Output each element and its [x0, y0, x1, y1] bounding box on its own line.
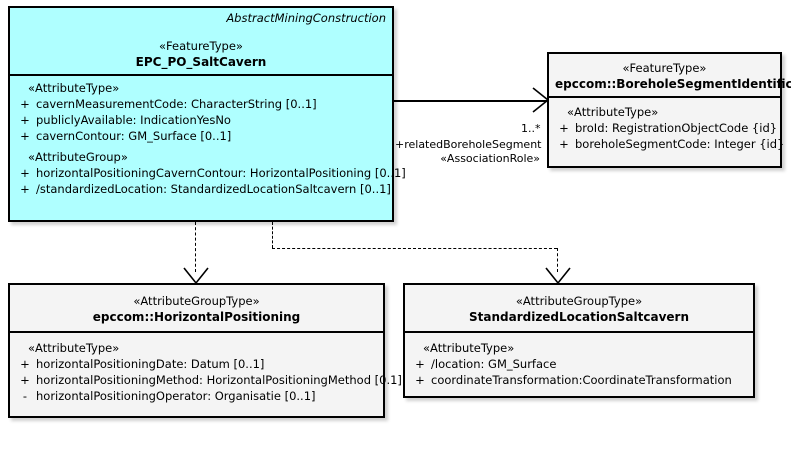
- dependency-line-horizontal-positioning: [195, 222, 196, 272]
- attribute-row: + /standardizedLocation: StandardizedLoc…: [14, 181, 391, 197]
- attribute-signature: boreholeSegmentCode: Integer {id}: [575, 137, 785, 151]
- class-body-borehole-segment-identification: «AttributeType» + broId: RegistrationObj…: [549, 98, 784, 156]
- class-header-standardized-location-saltcavern: «AttributeGroupType» StandardizedLocatio…: [405, 285, 753, 333]
- dependency-line-standardized-location-seg3: [557, 248, 558, 272]
- class-name-label: StandardizedLocationSaltcavern: [468, 310, 689, 324]
- attribute-visibility: +: [20, 357, 30, 371]
- attribute-signature: publiclyAvailable: IndicationYesNo: [36, 113, 231, 127]
- attribute-signature: broId: RegistrationObjectCode {id}: [575, 121, 778, 135]
- class-name-label: epccom::BoreholeSegmentIdentification: [555, 77, 791, 91]
- attribute-visibility: +: [415, 373, 425, 387]
- attribute-signature: /location: GM_Surface: [431, 357, 557, 371]
- attribute-group-heading: «AttributeGroup»: [28, 150, 128, 164]
- attribute-group-heading: «AttributeType»: [423, 341, 515, 355]
- class-header-borehole-segment-identification: «FeatureType» epccom::BoreholeSegmentIde…: [549, 54, 791, 98]
- attribute-visibility: +: [559, 137, 569, 151]
- attribute-row: + horizontalPositioningDate: Datum [0..1…: [14, 356, 379, 372]
- attribute-group-heading: «AttributeType»: [28, 81, 120, 95]
- attribute-signature: horizontalPositioningMethod: HorizontalP…: [36, 373, 402, 387]
- attribute-visibility: +: [20, 166, 30, 180]
- attribute-group-heading: «AttributeType»: [28, 341, 120, 355]
- attribute-signature: cavernMeasurementCode: CharacterString […: [36, 97, 317, 111]
- attribute-signature: cavernContour: GM_Surface [0..1]: [36, 129, 232, 143]
- attribute-row: + publiclyAvailable: IndicationYesNo: [14, 112, 388, 128]
- class-body-horizontal-positioning: «AttributeType» + horizontalPositioningD…: [10, 333, 402, 408]
- class-stereotype-label: «FeatureType»: [159, 39, 243, 53]
- attribute-row: + boreholeSegmentCode: Integer {id}: [553, 136, 784, 152]
- attribute-signature: /standardizedLocation: StandardizedLocat…: [36, 182, 391, 196]
- dependency-line-standardized-location-seg1: [272, 222, 273, 248]
- association-multiplicity-label: 1..*: [521, 122, 541, 135]
- class-name-label: epccom::HorizontalPositioning: [92, 310, 301, 324]
- class-body-standardized-location-saltcavern: «AttributeType» + /location: GM_Surface …: [405, 333, 753, 392]
- attribute-visibility: +: [20, 373, 30, 387]
- class-box-borehole-segment-identification[interactable]: «FeatureType» epccom::BoreholeSegmentIde…: [547, 52, 791, 168]
- attribute-visibility: +: [559, 121, 569, 135]
- class-header-epc-po-saltcavern: AbstractMiningConstruction «FeatureType»…: [10, 8, 392, 76]
- attribute-visibility: +: [20, 129, 30, 143]
- attribute-signature: horizontalPositioningDate: Datum [0..1]: [36, 357, 265, 371]
- attribute-row: + /location: GM_Surface: [409, 356, 749, 372]
- attribute-visibility: -: [22, 389, 28, 403]
- class-stereotype-label: «AttributeGroupType»: [133, 294, 260, 308]
- attribute-signature: coordinateTransformation:CoordinateTrans…: [431, 373, 732, 387]
- attribute-row: + horizontalPositioningMethod: Horizonta…: [14, 372, 402, 388]
- package-name-label: AbstractMiningConstruction: [226, 11, 386, 25]
- attribute-row: + coordinateTransformation:CoordinateTra…: [409, 372, 749, 388]
- class-box-standardized-location-saltcavern[interactable]: «AttributeGroupType» StandardizedLocatio…: [403, 283, 755, 398]
- attribute-row: + broId: RegistrationObjectCode {id}: [553, 120, 778, 136]
- class-name-label: EPC_PO_SaltCavern: [135, 55, 267, 69]
- attribute-visibility: +: [20, 97, 30, 111]
- association-line-related-borehole-segment: [394, 100, 547, 102]
- attribute-row: + cavernMeasurementCode: CharacterString…: [14, 96, 388, 112]
- attribute-visibility: +: [415, 357, 425, 371]
- attribute-visibility: +: [20, 182, 30, 196]
- class-header-horizontal-positioning: «AttributeGroupType» epccom::HorizontalP…: [10, 285, 383, 333]
- attribute-visibility: +: [20, 113, 30, 127]
- attribute-signature: horizontalPositioningOperator: Organisat…: [36, 389, 316, 403]
- class-box-horizontal-positioning[interactable]: «AttributeGroupType» epccom::HorizontalP…: [8, 283, 402, 418]
- attribute-signature: horizontalPositioningCavernContour: Hori…: [36, 166, 406, 180]
- class-stereotype-label: «FeatureType»: [622, 61, 707, 75]
- class-stereotype-label: «AttributeGroupType»: [515, 294, 643, 308]
- association-role-label: +relatedBoreholeSegment: [395, 138, 542, 151]
- class-box-epc-po-saltcavern[interactable]: AbstractMiningConstruction «FeatureType»…: [8, 6, 406, 222]
- attribute-row: - horizontalPositioningOperator: Organis…: [14, 388, 379, 404]
- dependency-line-standardized-location-seg2: [272, 248, 557, 249]
- attribute-row: + cavernContour: GM_Surface [0..1]: [14, 128, 388, 144]
- class-body-epc-po-saltcavern: «AttributeType» + cavernMeasurementCode:…: [10, 76, 406, 201]
- attribute-row: + horizontalPositioningCavernContour: Ho…: [14, 165, 406, 181]
- attribute-group-heading: «AttributeType»: [567, 105, 659, 119]
- association-stereotype-label: «AssociationRole»: [440, 152, 540, 165]
